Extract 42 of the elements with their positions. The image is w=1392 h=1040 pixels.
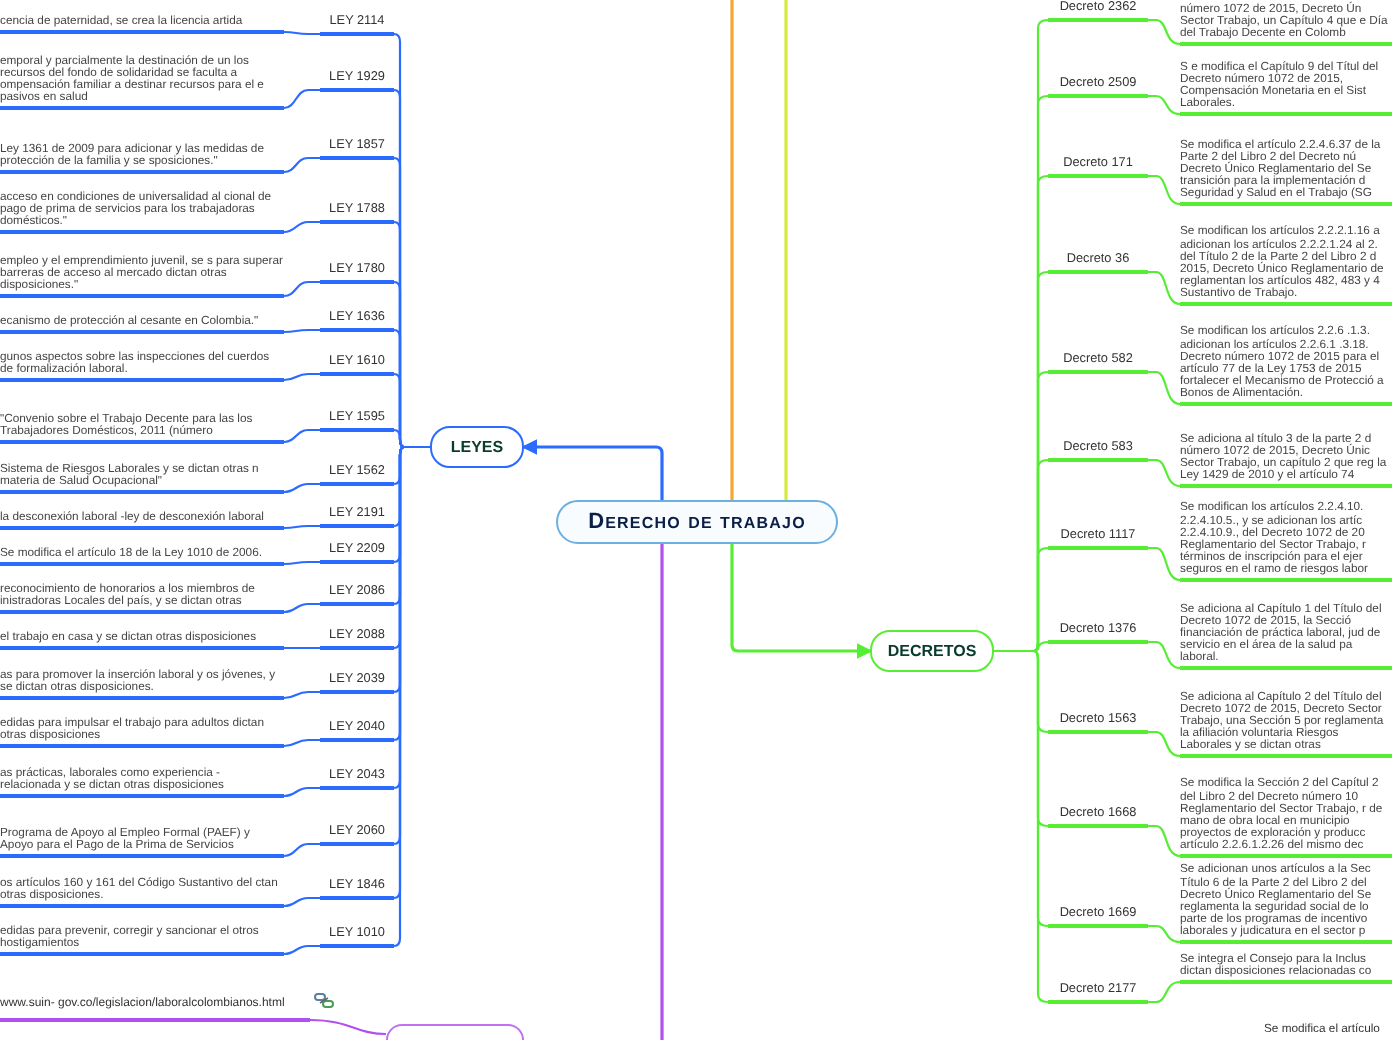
connector-line <box>283 896 320 908</box>
connector-line <box>283 482 320 494</box>
connector-line <box>283 88 320 110</box>
connector-line <box>283 842 320 858</box>
connector-line <box>284 328 320 334</box>
central-topic: Derecho de trabajo <box>556 500 838 544</box>
connector-line <box>994 649 1049 1004</box>
connector-line <box>283 738 320 748</box>
connector-line <box>1148 270 1181 306</box>
connector-line <box>1148 730 1181 758</box>
connector-line <box>660 544 664 1040</box>
connector-line <box>784 0 788 500</box>
connector-line <box>1148 458 1181 488</box>
connector-line <box>1148 94 1181 116</box>
connector-line <box>1148 640 1181 670</box>
connector-line <box>284 560 320 566</box>
connector-line <box>283 428 320 444</box>
connector-line <box>1148 980 1181 1004</box>
connector-line <box>1148 824 1181 858</box>
connector-line <box>284 30 320 36</box>
connector-line <box>283 280 320 298</box>
connector-line <box>283 602 320 614</box>
connector-line <box>1148 174 1181 206</box>
connector-line <box>283 944 320 956</box>
connector-line <box>1148 924 1181 944</box>
arrow <box>521 439 664 500</box>
topic-box <box>386 1024 524 1040</box>
connector-line <box>283 690 320 700</box>
connector-line <box>309 1018 387 1036</box>
connector-line <box>283 786 320 798</box>
connector-line <box>1148 18 1181 46</box>
connector-line <box>283 156 320 174</box>
arrow <box>730 544 873 659</box>
connector-line <box>1148 546 1181 582</box>
branch-topic: DECRETOS <box>870 630 994 672</box>
connector-line <box>284 646 320 650</box>
connector-line <box>283 372 320 382</box>
connector-line <box>730 0 734 500</box>
connector-line <box>1148 370 1181 406</box>
connector-line <box>283 220 320 234</box>
branch-topic: LEYES <box>430 426 524 468</box>
connector-line <box>284 524 320 530</box>
